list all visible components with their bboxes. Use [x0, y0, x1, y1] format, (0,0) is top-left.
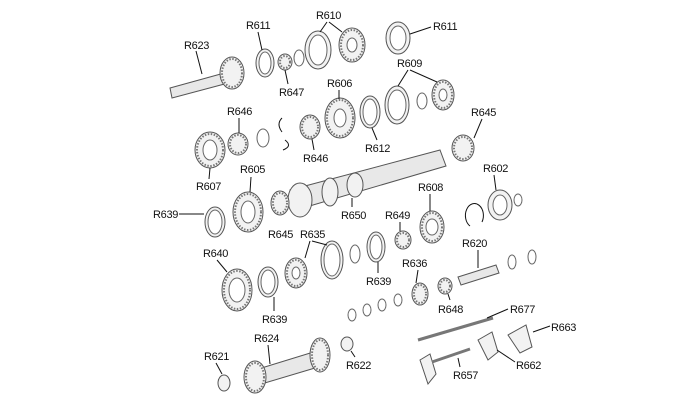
input-shaft [169, 56, 245, 99]
label-R645-mid: R645 [268, 229, 293, 241]
fork-R662 [477, 331, 499, 361]
label-R610: R610 [316, 10, 341, 22]
label-R636: R636 [402, 258, 427, 270]
label-R662: R662 [516, 360, 541, 372]
bearing-R646-mid [299, 114, 321, 140]
label-R611: R611 [246, 20, 270, 32]
shift-rail-R677 [417, 316, 494, 342]
label-R647: R647 [279, 87, 304, 99]
label-R649: R649 [385, 210, 410, 222]
label-R645: R645 [471, 107, 496, 119]
label-R605: R605 [240, 164, 265, 176]
bearing-R622 [340, 336, 354, 352]
label-R620: R620 [462, 238, 487, 250]
label-R611-right: R611 [433, 21, 457, 33]
label-R624: R624 [254, 333, 279, 345]
label-R612: R612 [365, 143, 390, 155]
label-R622: R622 [346, 360, 371, 372]
shaft-R620 [457, 264, 500, 286]
fork-R663 [507, 324, 533, 354]
fork-R657 [419, 353, 437, 386]
parts [169, 21, 537, 394]
label-R623: R623 [184, 40, 209, 52]
label-R608: R608 [418, 182, 443, 194]
label-R677: R677 [510, 304, 535, 316]
countershaft-R624 [243, 337, 331, 394]
label-R602: R602 [483, 163, 508, 175]
label-R648: R648 [438, 304, 463, 316]
mainshaft-R650 [287, 149, 447, 218]
label-R663: R663 [551, 322, 576, 334]
label-R606: R606 [327, 78, 352, 90]
label-R639-mid: R639 [366, 276, 391, 288]
label-R607: R607 [196, 181, 221, 193]
label-R646-mid: R646 [303, 153, 328, 165]
label-R609: R609 [397, 58, 422, 70]
label-R650: R650 [341, 210, 366, 222]
bearing-R645 [451, 134, 475, 162]
label-R640: R640 [203, 248, 228, 260]
part-labels: R623 R611 R647 R610 R611 R609 R646 R606 … [153, 10, 577, 382]
label-R621: R621 [204, 351, 229, 363]
label-R635: R635 [300, 229, 325, 241]
bearing-R646 [227, 132, 249, 156]
bearing-R621 [217, 374, 231, 392]
label-R657: R657 [453, 370, 478, 382]
leader-lines [179, 21, 551, 375]
bearing-R636 [411, 282, 429, 306]
label-R639-left: R639 [153, 209, 178, 221]
label-R639-bottom: R639 [262, 314, 287, 326]
label-R646: R646 [227, 106, 252, 118]
